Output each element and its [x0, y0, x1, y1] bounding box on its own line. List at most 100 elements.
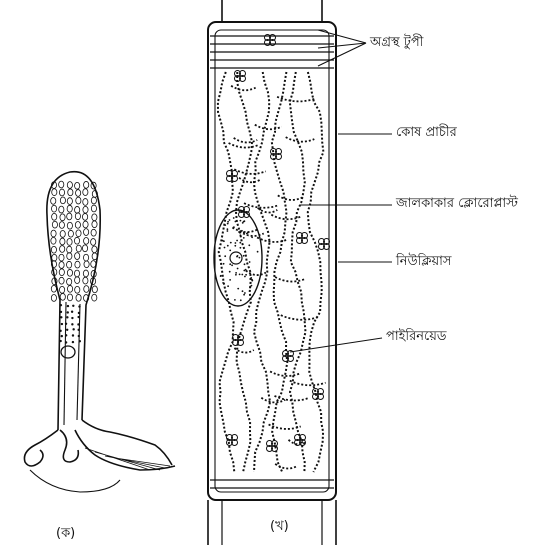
chloroplast-strand [254, 72, 270, 472]
germling-grain [67, 261, 72, 268]
chloroplast-strand [290, 72, 306, 472]
germling-grain [67, 253, 72, 260]
reticulate-chloroplast-network [218, 72, 326, 472]
nucleus-granule [224, 224, 226, 226]
germling-grain [76, 294, 81, 301]
nucleus-granule [248, 244, 250, 246]
germling-grain [68, 230, 73, 237]
germling-dot [72, 328, 74, 330]
germling-grain [59, 262, 64, 269]
germling-grain [59, 206, 64, 213]
chloroplast-strand [218, 72, 234, 472]
germling-grain [76, 190, 81, 197]
caption-right: (খ) [270, 520, 289, 533]
nucleus-granule [227, 223, 229, 225]
nucleus-granule [242, 222, 244, 224]
nucleus-granule [245, 274, 247, 276]
nucleus-granule [257, 251, 259, 253]
label-cell-wall: কোষ প্রাচীর [396, 126, 457, 139]
germling-grain [52, 254, 57, 261]
germling-grain [67, 278, 72, 285]
germling-grain [92, 246, 97, 253]
chloroplast-link [286, 137, 315, 142]
nucleus-granule [223, 263, 225, 265]
nucleus-granule [227, 285, 229, 287]
chloroplast-link [244, 203, 279, 208]
nucleus-granule [229, 271, 231, 273]
nucleus-granule [230, 242, 232, 244]
nucleus-granule [227, 228, 229, 230]
nucleus-granule [235, 274, 237, 276]
germling-grain [60, 197, 65, 204]
germling-dot [72, 341, 74, 343]
germling-grain [67, 239, 72, 246]
germling-grain [59, 254, 64, 261]
germling-grain [51, 246, 56, 253]
nucleus-granule [240, 234, 242, 236]
nucleus-granule [236, 240, 238, 242]
nucleus-granule [235, 242, 237, 244]
germling-grain [75, 182, 80, 189]
chloroplast-link [278, 195, 303, 200]
germling-grain [59, 181, 64, 188]
germling-dot [71, 317, 73, 319]
chloroplast-link [261, 398, 285, 403]
germling-grain [83, 221, 88, 228]
germling-grain [67, 222, 72, 229]
germling-grain [84, 237, 89, 244]
germling-dot [77, 329, 79, 331]
nucleus-granule [237, 288, 239, 290]
germling-grain [76, 245, 81, 252]
germling-grain [67, 213, 72, 220]
germling-dot [79, 340, 81, 342]
germling-dot [66, 329, 68, 331]
germling-grain [92, 214, 97, 221]
germling-grain [74, 270, 79, 277]
germling-grain [59, 269, 64, 276]
germling-grain [83, 254, 88, 261]
nucleus-granule [249, 261, 251, 263]
nucleus-granule [244, 263, 246, 265]
nucleus-granule [251, 285, 253, 287]
germling-grain [76, 230, 81, 237]
nucleus-granule [231, 264, 233, 266]
germling-grain [82, 213, 87, 220]
germling-dot [59, 330, 61, 332]
germling-grain [92, 294, 97, 301]
germling-grain [67, 182, 72, 189]
nucleus-granule [244, 292, 246, 294]
nucleus-granule [229, 279, 231, 281]
chloroplast-link [290, 381, 326, 386]
germling-dot [78, 305, 80, 307]
caption-left: (ক) [56, 527, 75, 540]
germling-grain [84, 229, 89, 236]
nucleus-granule [223, 240, 225, 242]
germling-grain [52, 189, 57, 196]
germling-grain [60, 238, 65, 245]
germling-grain [84, 261, 89, 268]
chloroplast-link [234, 169, 265, 174]
germling-grain [83, 199, 88, 206]
label-reticulate-chloroplast: জালকাকার ক্লোরোপ্লাস্ট [396, 197, 518, 210]
germling-dot [67, 305, 69, 307]
germling-grain [51, 295, 56, 302]
germling-grain [92, 253, 97, 260]
cell-figure [208, 0, 336, 545]
chloroplast-link [246, 271, 266, 276]
germling-dot [67, 311, 69, 313]
nucleus-granule [239, 242, 241, 244]
germling-dot [65, 341, 67, 343]
nucleus-granule [240, 299, 242, 301]
chloroplast-link [239, 178, 260, 183]
germling-cell-grains [51, 181, 98, 344]
germling-grain [67, 285, 72, 292]
germling-grain [60, 214, 65, 221]
germling-grain [51, 285, 56, 292]
nucleus-granule [246, 233, 248, 235]
germling-dot [77, 316, 79, 318]
germling-grain [91, 261, 96, 268]
nucleus-granule [229, 263, 231, 265]
germling-grain [84, 286, 89, 293]
nucleus-granule [233, 217, 235, 219]
nucleus-granule [235, 272, 237, 274]
